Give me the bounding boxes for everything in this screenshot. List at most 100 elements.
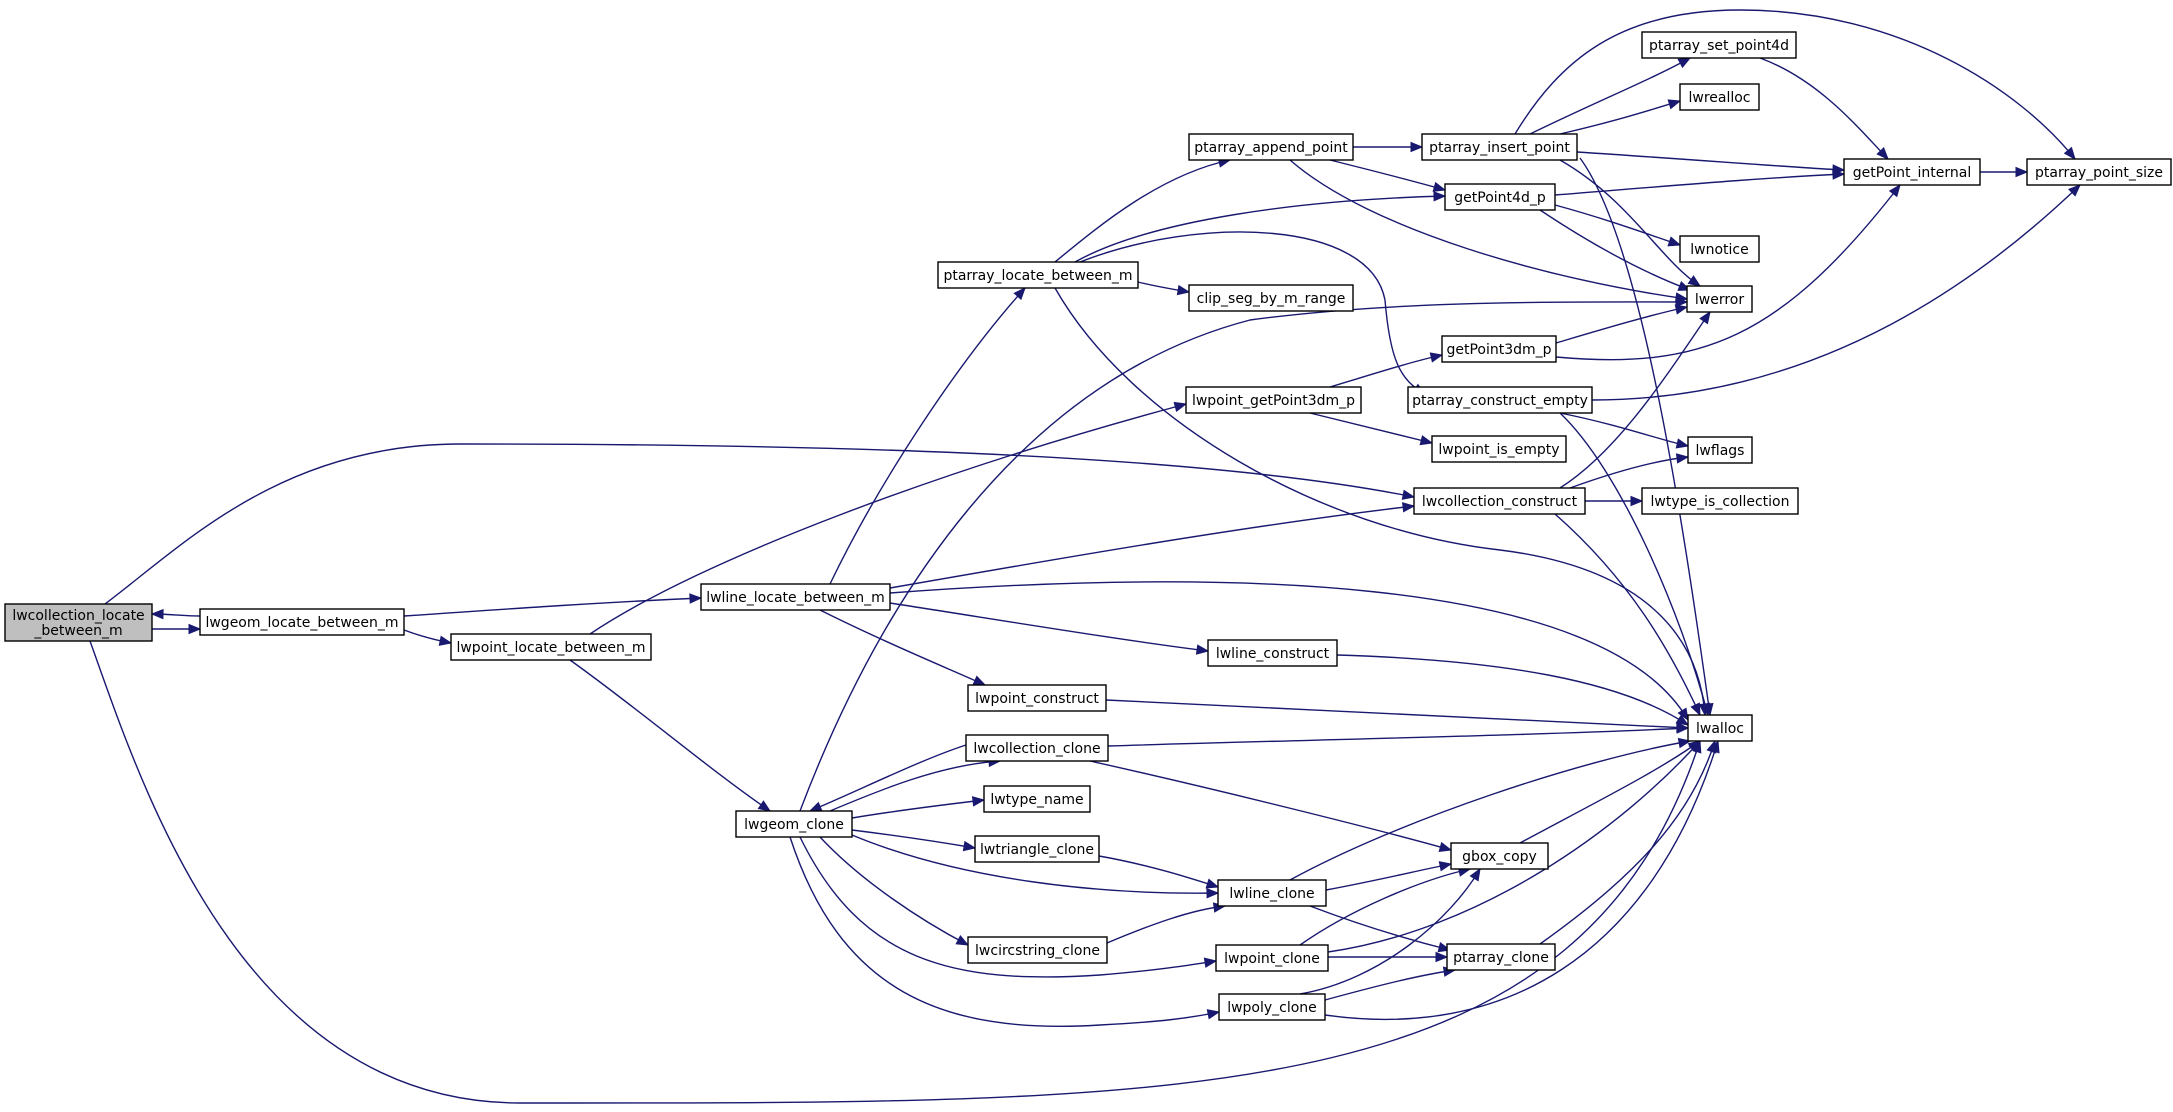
edge-line [809,744,967,812]
node-lwgeom-clone[interactable]: lwgeom_clone [735,810,853,838]
edge-arrowhead [1206,1009,1221,1020]
node-lwcollection-locate-between-m[interactable]: lwcollection_locate_between_m [4,603,153,642]
node-lwpoly-clone[interactable]: lwpoly_clone [1218,993,1326,1021]
edge-line [1336,654,1689,726]
node-getPoint-internal[interactable]: getPoint_internal [1843,158,1981,186]
edge-getPoint4d_p-to-lwnotice [1554,204,1682,247]
node-lwerror[interactable]: lwerror [1686,285,1753,313]
node-label: lwgeom_clone [744,817,844,833]
edge-arrowhead [1667,236,1682,247]
node-lwline-locate-between-m[interactable]: lwline_locate_between_m [700,583,891,611]
node-box [1686,285,1753,313]
edge-line [819,609,986,686]
node-lwline-clone[interactable]: lwline_clone [1217,879,1327,907]
edge-line [851,799,985,819]
edge-lwgeom_locate_between_m-to-lwpoint_locate_between_m [403,629,453,646]
edge-lwcollection_clone-to-lwgeom_clone [808,744,967,812]
edge-line [1329,159,1446,191]
node-label: lwcollection_clone [973,741,1100,757]
node-getPoint4d-p[interactable]: getPoint4d_p [1444,183,1556,211]
node-label: lwpoly_clone [1227,1000,1317,1016]
node-clip-seg-by-m-range[interactable]: clip_seg_by_m_range [1188,284,1354,312]
node-label: lwpoint_is_empty [1438,442,1559,458]
edge-ptarray_insert_point-to-getPoint_internal [1576,151,1846,175]
edge-lwpoly_clone-to-gbox_copy [1299,867,1481,995]
node-getPoint3dm-p[interactable]: getPoint3dm_p [1441,335,1557,363]
node-lwcollection-construct[interactable]: lwcollection_construct [1413,487,1586,515]
node-lwline-construct[interactable]: lwline_construct [1207,639,1338,667]
node-lwpoint-locate-between-m[interactable]: lwpoint_locate_between_m [450,633,652,661]
node-gbox-copy[interactable]: gbox_copy [1450,842,1549,870]
edge-arrowhead [1433,191,1447,202]
node-lwflags[interactable]: lwflags [1687,436,1753,464]
edge-arrowhead [1205,878,1220,889]
node-lwgeom-locate-between-m[interactable]: lwgeom_locate_between_m [199,608,405,636]
node-lwtype-name[interactable]: lwtype_name [983,785,1091,813]
edge-arrowhead [1706,739,1717,754]
node-label: clip_seg_by_m_range [1197,291,1346,307]
edge-lwcollection_locate_between_m-to-lwgeom_locate_between_m [152,623,202,635]
node-lwpoint-is-empty[interactable]: lwpoint_is_empty [1431,435,1567,463]
edge-ptarray_append_point-to-ptarray_insert_point [1352,141,1424,153]
edge-arrowhead [1675,438,1690,449]
edge-arrowhead [757,800,772,812]
edge-lwline_locate_between_m-to-ptarray_locate_between_m [829,287,1026,585]
node-lwcollection-clone[interactable]: lwcollection_clone [965,734,1109,762]
edge-arrowhead [1435,951,1449,963]
node-box [1843,158,1981,186]
edge-arrowhead [1203,957,1218,968]
edge-arrowhead [1675,453,1690,464]
edge-arrowhead [1402,502,1416,513]
edge-arrowhead [438,635,453,646]
node-ptarray-append-point[interactable]: ptarray_append_point [1188,133,1354,161]
node-label: lwalloc [1696,721,1744,737]
node-lwcircstring-clone[interactable]: lwcircstring_clone [967,936,1108,964]
edge-line [1514,9,2076,160]
node-lwrealloc[interactable]: lwrealloc [1679,83,1760,111]
node-label: lwpoint_clone [1224,951,1320,967]
node-lwpoint-construct[interactable]: lwpoint_construct [967,684,1107,712]
edge-lwtriangle_clone-to-lwline_clone [1098,855,1220,889]
node-lwpoint-getPoint3dm-p[interactable]: lwpoint_getPoint3dm_p [1185,386,1362,414]
node-box [965,734,1109,762]
edge-arrowhead [1013,287,1026,301]
node-ptarray-point-size[interactable]: ptarray_point_size [2026,158,2172,186]
edge-ptarray_insert_point-to-lwrealloc [1559,99,1682,135]
edge-line [1559,100,1681,135]
edge-line [1555,184,1901,361]
node-box [1679,235,1760,263]
edge-arrowhead [1676,723,1690,734]
node-label: lwcircstring_clone [975,943,1100,959]
edge-line [1089,760,1452,851]
node-ptarray-clone[interactable]: ptarray_clone [1446,943,1556,971]
node-lwnotice[interactable]: lwnotice [1679,235,1760,263]
node-box [1441,335,1557,363]
node-ptarray-set-point4d[interactable]: ptarray_set_point4d [1641,31,1797,59]
node-lwtype-is-collection[interactable]: lwtype_is_collection [1641,487,1799,515]
node-lwalloc[interactable]: lwalloc [1687,714,1753,742]
edge-arrowhead [1173,401,1188,413]
node-ptarray-locate-between-m[interactable]: ptarray_locate_between_m [937,261,1139,289]
edge-lwcollection_construct-to-lwtype_is_collection [1584,495,1644,507]
node-ptarray-construct-empty[interactable]: ptarray_construct_empty [1407,386,1593,414]
node-label: ptarray_construct_empty [1412,393,1588,409]
edge-arrowhead [1677,707,1689,722]
edge-arrowhead [1438,841,1453,852]
edge-line [819,836,969,946]
edge-line [1325,863,1452,891]
node-box [1641,31,1797,59]
node-box [735,810,853,838]
node-box [1641,487,1799,515]
node-lwtriangle-clone[interactable]: lwtriangle_clone [974,835,1100,863]
edge-arrowhead [1675,296,1689,308]
node-ptarray-insert-point[interactable]: ptarray_insert_point [1421,133,1578,161]
node-label: ptarray_set_point4d [1649,38,1789,54]
edge-line [1539,740,1716,945]
edge-arrowhead [1677,57,1692,69]
edge-arrowhead [1401,489,1416,500]
node-label: lwtype_is_collection [1651,494,1790,510]
edge-arrowhead [1687,740,1702,752]
edge-lwcollection_construct-to-lwerror [1559,310,1711,489]
node-lwpoint-clone[interactable]: lwpoint_clone [1215,944,1329,972]
edge-lwpoint_construct-to-lwalloc [1105,699,1690,733]
